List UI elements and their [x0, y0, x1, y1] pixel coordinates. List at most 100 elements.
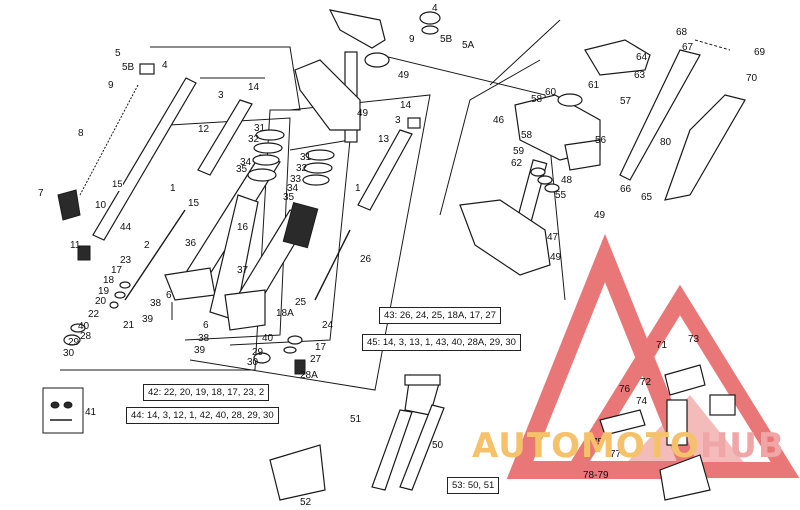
part-label-30b: 30	[247, 357, 259, 368]
part-label-55: 55	[555, 190, 567, 201]
part-label-61: 61	[588, 80, 600, 91]
part-label-49b: 49	[357, 108, 369, 119]
part-label-63: 63	[634, 70, 646, 81]
part-label-21: 21	[123, 320, 135, 331]
part-label-62: 62	[511, 158, 523, 169]
part-label-1b: 1	[355, 183, 361, 194]
part-label-32b: 32	[296, 163, 308, 174]
part-label-40b: 40	[262, 333, 274, 344]
part-label-7: 7	[38, 188, 44, 199]
lower-right-parts	[599, 364, 736, 501]
part-label-68: 68	[676, 27, 688, 38]
middle-fork-parts	[209, 117, 421, 375]
complete-fork-assembly	[371, 374, 445, 491]
part-label-32: 32	[248, 134, 260, 145]
part-label-70: 70	[746, 73, 758, 84]
part-label-14: 14	[248, 82, 260, 93]
part-label-12: 12	[198, 124, 210, 135]
legend-box-44: 44: 14, 3, 12, 1, 42, 40, 28, 29, 30	[126, 407, 279, 424]
part-label-5b: 5B	[122, 62, 135, 73]
part-label-9: 9	[108, 80, 114, 91]
part-label-44: 44	[120, 222, 132, 233]
part-label-52: 52	[300, 497, 312, 508]
legend-box-42: 42: 22, 20, 19, 18, 17, 23, 2	[143, 384, 270, 401]
part-label-67: 67	[682, 42, 694, 53]
watermark-text-hub: HUB	[699, 426, 785, 466]
tool-bag	[269, 444, 326, 501]
part-label-3: 3	[218, 90, 224, 101]
part-label-31: 31	[254, 123, 266, 134]
part-label-11: 11	[70, 240, 81, 251]
part-label-40: 40	[78, 321, 90, 332]
legend-box-45: 45: 14, 3, 13, 1, 43, 40, 28A, 29, 30	[362, 334, 521, 351]
part-label-35: 35	[236, 164, 248, 175]
part-label-66: 66	[620, 184, 632, 195]
watermark-text: AUTOMOTOHUB	[472, 428, 785, 464]
part-label-47: 47	[547, 232, 559, 243]
part-label-25: 25	[295, 297, 307, 308]
part-label-4b: 4	[432, 3, 438, 14]
steering-head	[459, 39, 651, 276]
part-label-64: 64	[636, 52, 648, 63]
part-label-10: 10	[95, 200, 107, 211]
side-panels	[619, 39, 746, 201]
part-label-59: 59	[513, 146, 525, 157]
part-label-14b: 14	[400, 100, 412, 111]
bolt-kit	[42, 387, 84, 434]
legend-box-53: 53: 50, 51	[447, 477, 500, 494]
part-label-80: 80	[660, 137, 672, 148]
watermark-text-automoto: AUTOMOTO	[472, 426, 700, 466]
part-label-23: 23	[120, 255, 132, 266]
part-label-5: 5	[115, 48, 121, 59]
part-label-18: 18	[103, 275, 115, 286]
part-label-49: 49	[398, 70, 410, 81]
part-label-6b: 6	[203, 320, 209, 331]
part-label-28a: 28A	[300, 370, 318, 381]
part-label-2: 2	[144, 240, 150, 251]
part-label-27: 27	[310, 354, 322, 365]
part-label-13: 13	[378, 134, 390, 145]
part-label-78: 78-79	[583, 470, 609, 481]
part-label-51: 51	[350, 414, 362, 425]
part-label-75: 75	[592, 437, 604, 448]
part-label-17b: 17	[315, 342, 327, 353]
part-label-48: 48	[561, 175, 573, 186]
part-label-58: 58	[531, 94, 543, 105]
part-label-19: 19	[98, 286, 110, 297]
part-label-69: 69	[754, 47, 766, 58]
part-label-22: 22	[88, 309, 100, 320]
part-label-36: 36	[185, 238, 197, 249]
part-label-39: 39	[142, 314, 154, 325]
part-label-50: 50	[432, 440, 444, 451]
part-label-49c: 49	[594, 210, 606, 221]
part-label-46: 46	[493, 115, 505, 126]
part-label-34: 34	[240, 157, 252, 168]
part-label-58b: 58	[521, 130, 533, 141]
part-label-28: 28	[80, 331, 92, 342]
part-label-4: 4	[162, 60, 168, 71]
part-label-49d: 49	[550, 252, 562, 263]
part-label-39b: 39	[194, 345, 206, 356]
part-label-20: 20	[95, 296, 107, 307]
part-label-76: 76	[619, 384, 631, 395]
part-label-34b: 34	[287, 183, 299, 194]
part-label-41: 41	[85, 407, 97, 418]
part-label-16: 16	[237, 222, 249, 233]
part-label-77: 77	[610, 449, 622, 460]
part-label-38: 38	[150, 298, 162, 309]
part-label-35b: 35	[283, 192, 295, 203]
part-label-33: 33	[290, 174, 302, 185]
part-label-60: 60	[545, 87, 557, 98]
part-label-18a: 18A	[276, 308, 294, 319]
left-fork-parts	[57, 63, 281, 346]
part-label-5c: 5B	[440, 34, 453, 45]
part-label-73: 73	[688, 334, 700, 345]
label-part-15: 15	[112, 178, 123, 191]
part-label-24: 24	[322, 320, 334, 331]
part-label-1: 1	[170, 183, 176, 194]
part-label-26: 26	[360, 254, 372, 265]
part-label-29b: 29	[252, 347, 264, 358]
upper-clamp	[294, 9, 441, 143]
